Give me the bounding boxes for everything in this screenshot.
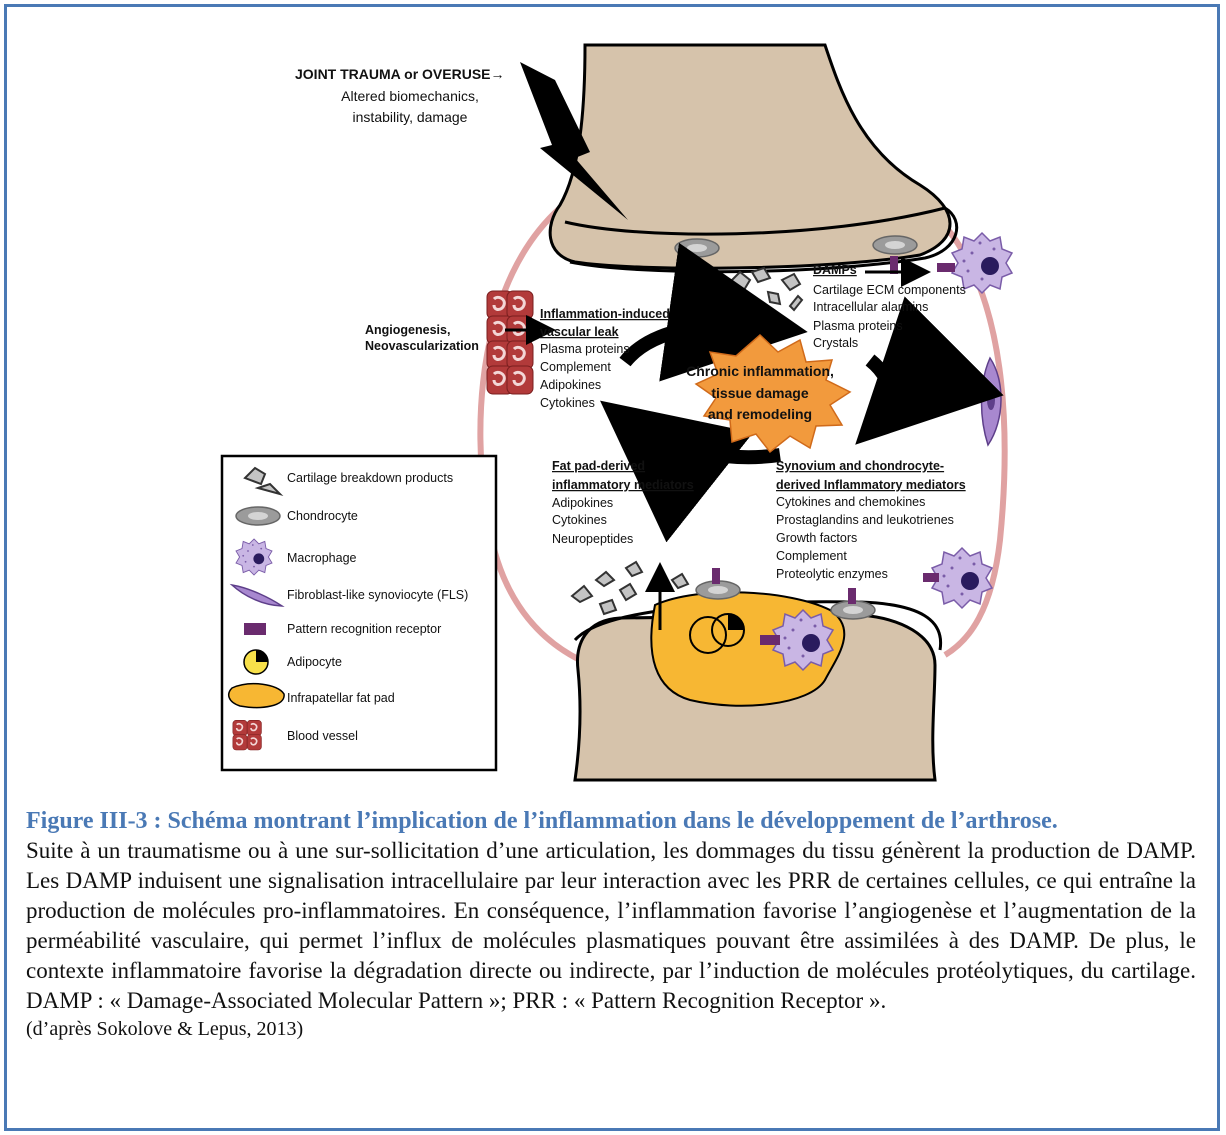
receptor-icon	[937, 263, 955, 272]
legend-box	[222, 456, 496, 770]
vascular-leak-list: Inflammation-induced vascular leak Plasm…	[540, 307, 670, 410]
angiogenesis-line1: Angiogenesis,	[365, 323, 450, 337]
cycle-arrow-right	[870, 360, 889, 425]
legend-label: Blood vessel	[287, 729, 358, 743]
legend-label: Chondrocyte	[287, 509, 358, 523]
synovium-list: Synovium and chondrocyte- derived Inflam…	[776, 459, 966, 581]
center-line2: tissue damage	[711, 385, 808, 401]
list-item: Adipokines	[540, 378, 601, 392]
caption-source: (d’après Sokolove & Lepus, 2013)	[26, 1016, 1196, 1042]
list-item: Plasma proteins	[813, 319, 903, 333]
trauma-title: JOINT TRAUMA or OVERUSE→	[295, 66, 505, 82]
legend-label: Pattern recognition receptor	[287, 622, 441, 636]
list-item: Cytokines and chemokines	[776, 495, 925, 509]
receptor-icon	[968, 386, 980, 395]
joint-diagram: JOINT TRAUMA or OVERUSE→ Altered biomech…	[0, 0, 1226, 800]
list-item: Crystals	[813, 336, 858, 350]
receptor-icon	[760, 635, 780, 645]
list-item: Prostaglandins and leukotrienes	[776, 513, 954, 527]
receptor-icon	[712, 568, 720, 584]
list-item: Growth factors	[776, 531, 857, 545]
trauma-line1: Altered biomechanics,	[341, 88, 479, 104]
list-item: Proteolytic enzymes	[776, 567, 888, 581]
list-item: Cytokines	[552, 513, 607, 527]
vascular-leak-heading2: vascular leak	[540, 325, 619, 339]
chondrocyte-icon	[873, 236, 917, 254]
trauma-label: JOINT TRAUMA or OVERUSE→ Altered biomech…	[295, 66, 505, 125]
macrophage-icon	[932, 548, 992, 608]
angiogenesis-label: Angiogenesis, Neovascularization	[365, 323, 479, 353]
trauma-line2: instability, damage	[353, 109, 468, 125]
legend-label: Macrophage	[287, 551, 357, 565]
damps-list: DAMPs Cartilage ECM components Intracell…	[813, 263, 966, 350]
receptor-icon	[848, 588, 856, 604]
center-line1: Chronic inflammation,	[686, 363, 834, 379]
synovium-heading1: Synovium and chondrocyte-	[776, 459, 944, 473]
fat-pad-list: Fat pad-derived inflammatory mediators A…	[552, 459, 694, 546]
angiogenesis-line2: Neovascularization	[365, 339, 479, 353]
list-item: Complement	[776, 549, 847, 563]
blood-vessel-icon	[487, 291, 533, 394]
legend-label: Fibroblast-like synoviocyte (FLS)	[287, 588, 468, 602]
list-item: Plasma proteins	[540, 342, 630, 356]
synovium-heading2: derived Inflammatory mediators	[776, 478, 966, 492]
fat-pad-heading1: Fat pad-derived	[552, 459, 645, 473]
vascular-leak-heading1: Inflammation-induced	[540, 307, 670, 321]
center-line3: and remodeling	[708, 406, 812, 422]
list-item: Adipokines	[552, 496, 613, 510]
caption-body: Suite à un traumatisme ou à une sur-soll…	[26, 836, 1196, 1016]
list-item: Neuropeptides	[552, 532, 633, 546]
damps-heading: DAMPs	[813, 263, 857, 277]
list-item: Complement	[540, 360, 611, 374]
chondrocyte-icon	[675, 239, 719, 257]
cartilage-fragments-top	[708, 268, 802, 310]
caption-title: Figure III-3 : Schéma montrant l’implica…	[26, 806, 1196, 836]
list-item: Cytokines	[540, 396, 595, 410]
legend-label: Adipocyte	[287, 655, 342, 669]
receptor-icon	[692, 260, 700, 278]
legend-label: Cartilage breakdown products	[287, 471, 453, 485]
fat-pad-heading2: inflammatory mediators	[552, 478, 694, 492]
list-item: Intracellular alarmins	[813, 300, 928, 314]
list-item: Cartilage ECM components	[813, 283, 966, 297]
figure-caption: Figure III-3 : Schéma montrant l’implica…	[26, 806, 1196, 1042]
receptor-icon	[923, 573, 939, 582]
legend-label: Infrapatellar fat pad	[287, 691, 395, 705]
